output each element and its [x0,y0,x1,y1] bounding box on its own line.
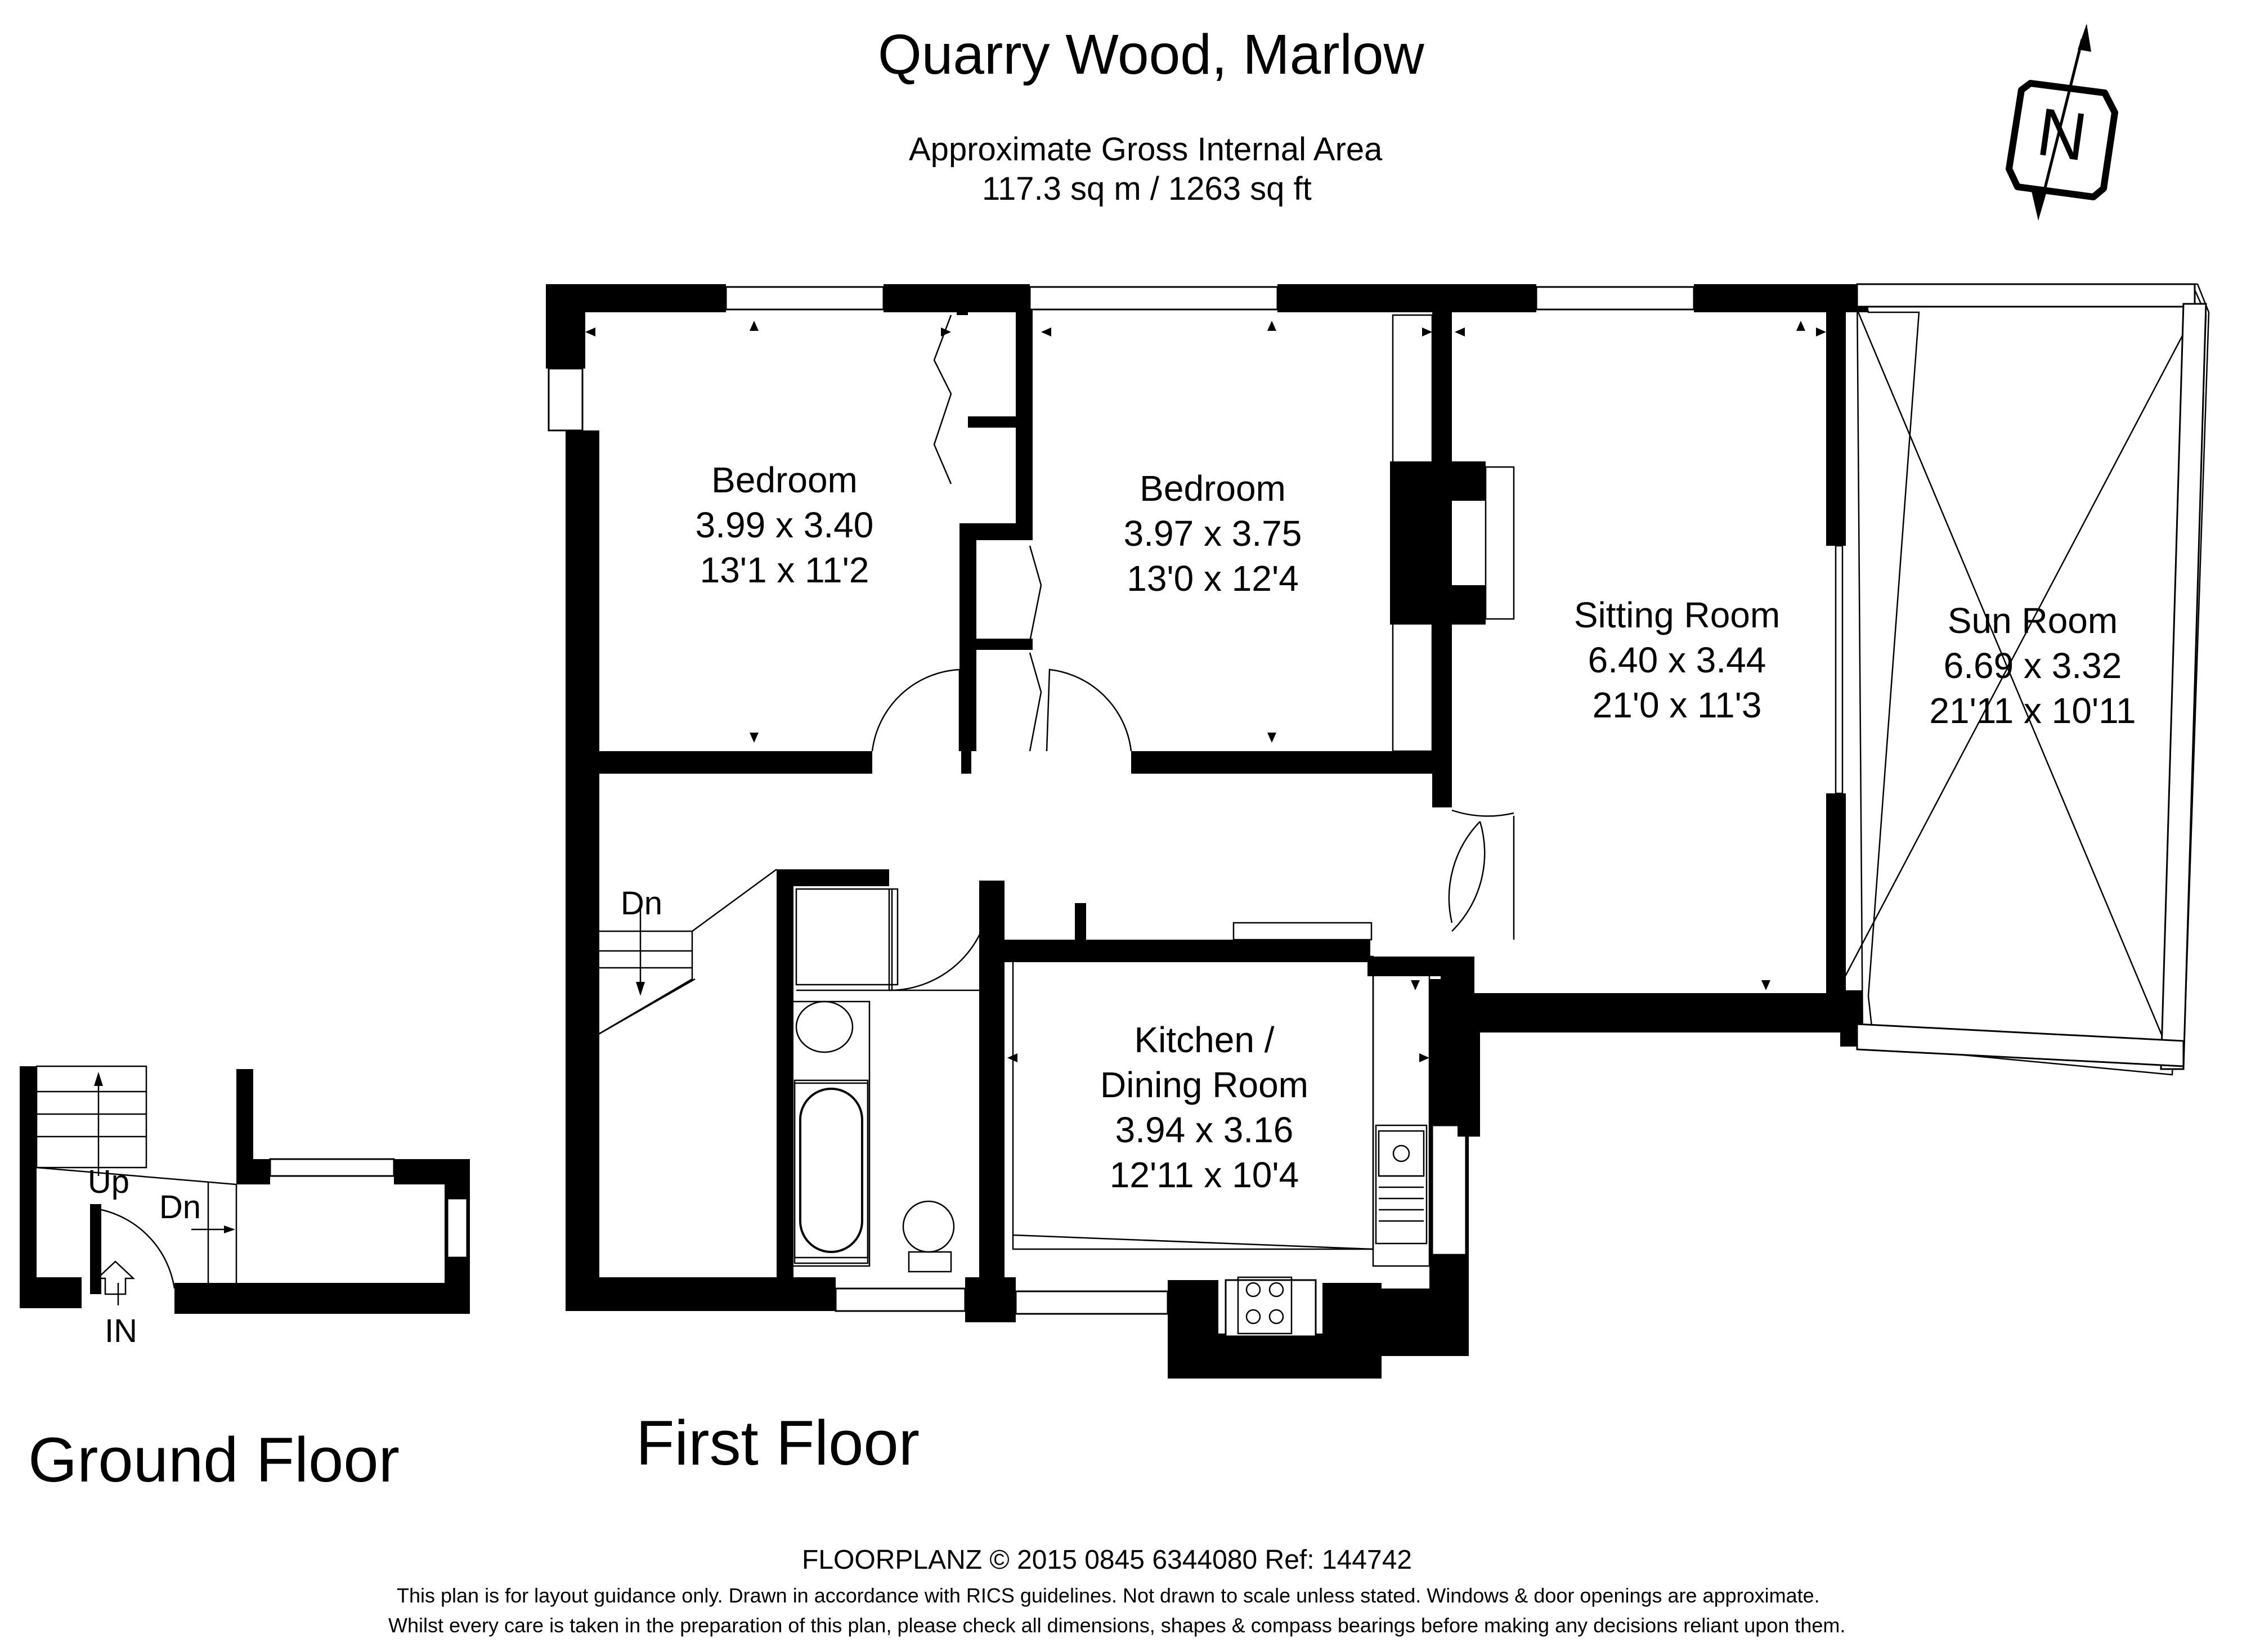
svg-text:Sitting Room: Sitting Room [1574,595,1780,635]
ground-stair-up-label: Up [88,1164,129,1200]
room-bedroom-2: Bedroom 3.97 x 3.75 13'0 x 12'4 [1124,468,1302,599]
ground-floor-label: Ground Floor [28,1425,400,1495]
room-kitchen-dining: Kitchen / Dining Room 3.94 x 3.16 12'11 … [1100,1020,1308,1195]
first-floor-stairs [596,868,777,1036]
footer-credit: FLOORPLANZ © 2015 0845 6344080 Ref: 1447… [802,1545,1413,1575]
svg-text:3.97 x 3.75: 3.97 x 3.75 [1124,513,1302,554]
area-label: Approximate Gross Internal Area [909,131,1383,168]
svg-text:Kitchen /: Kitchen / [1134,1020,1274,1060]
svg-text:3.99 x 3.40: 3.99 x 3.40 [696,505,874,545]
dimension-markers [585,321,1826,1305]
svg-text:6.69 x 3.32: 6.69 x 3.32 [1944,645,2122,686]
ground-floor-plan: Up Dn IN [20,1065,470,1349]
ground-stair-dn-label: Dn [159,1189,201,1225]
first-floor-stair-dn-label: Dn [621,885,662,922]
entrance-label: IN [105,1313,137,1349]
svg-text:6.40 x 3.44: 6.40 x 3.44 [1588,640,1766,680]
first-floor-plan: Bedroom 3.99 x 3.40 13'1 x 11'2 Bedroom … [546,283,2210,1379]
svg-text:Dining Room: Dining Room [1100,1065,1308,1105]
room-sun-room: Sun Room 6.69 x 3.32 21'11 x 10'11 [1929,600,2136,731]
svg-text:Bedroom: Bedroom [1140,468,1286,509]
svg-text:12'11 x 10'4: 12'11 x 10'4 [1110,1155,1299,1195]
svg-text:13'1 x 11'2: 13'1 x 11'2 [700,550,869,590]
plan-title: Quarry Wood, Marlow [878,23,1424,86]
svg-text:3.94 x 3.16: 3.94 x 3.16 [1115,1110,1294,1150]
area-value: 117.3 sq m / 1263 sq ft [982,170,1312,207]
svg-text:13'0 x 12'4: 13'0 x 12'4 [1127,558,1299,599]
footer-disclaimer-1: This plan is for layout guidance only. D… [397,1584,1820,1607]
svg-text:Bedroom: Bedroom [711,460,858,500]
room-bedroom-1: Bedroom 3.99 x 3.40 13'1 x 11'2 [696,460,874,590]
sun-room-outline [1828,283,2210,1076]
compass-letter: N [2033,94,2091,176]
first-floor-label: First Floor [636,1408,920,1478]
svg-text:21'0 x 11'3: 21'0 x 11'3 [1593,685,1762,725]
footer-disclaimer-2: Whilst every care is taken in the prepar… [388,1614,1846,1637]
north-compass-icon: N [2006,24,2118,221]
room-sitting-room: Sitting Room 6.40 x 3.44 21'0 x 11'3 [1574,595,1780,725]
svg-text:Sun Room: Sun Room [1948,600,2118,641]
svg-text:21'11 x 10'11: 21'11 x 10'11 [1929,690,2136,731]
